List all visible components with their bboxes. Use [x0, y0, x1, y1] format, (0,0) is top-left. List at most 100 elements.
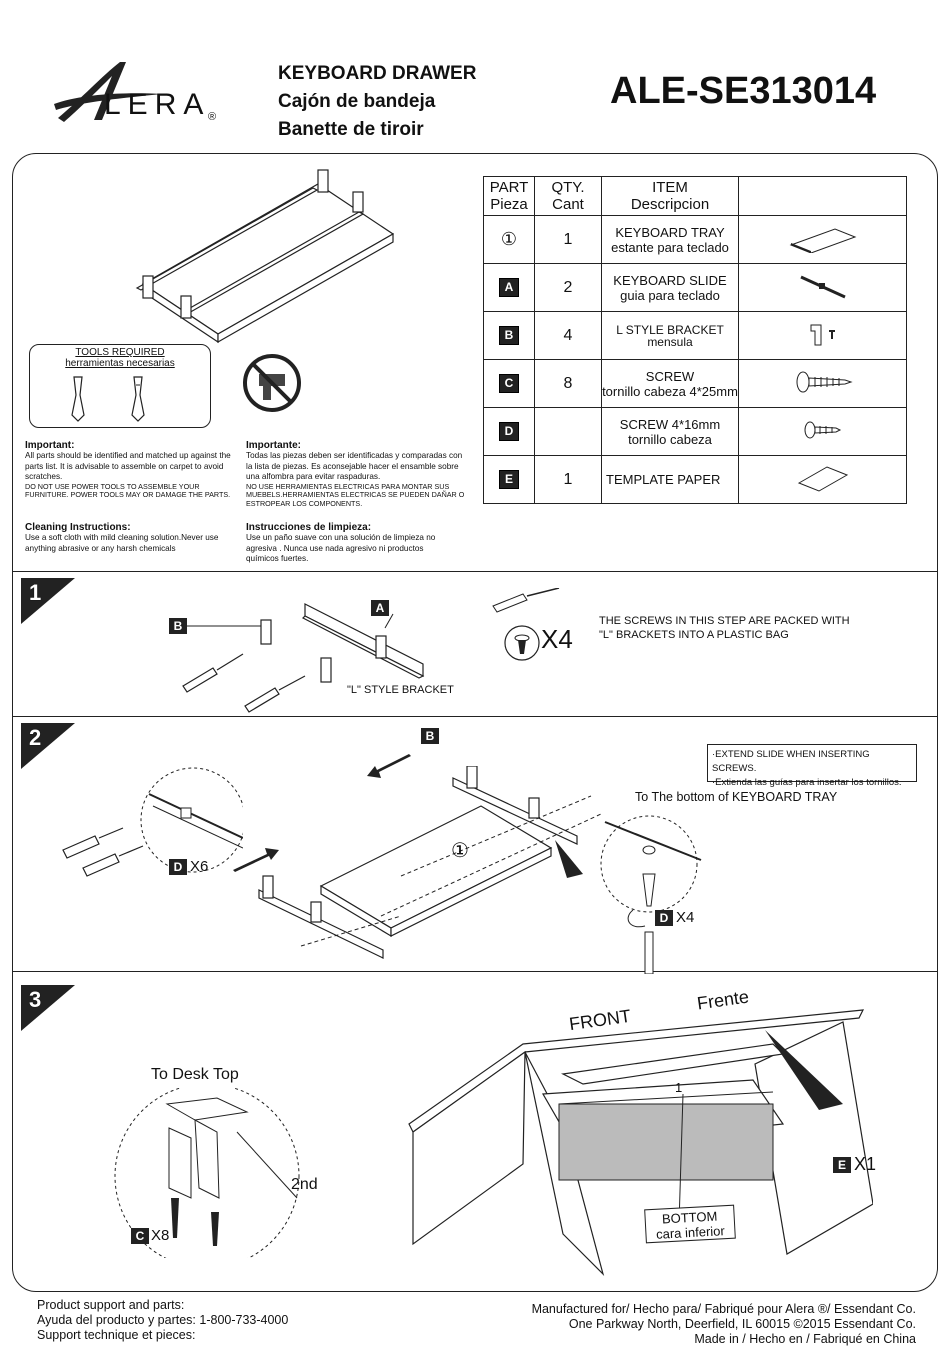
screwdriver-flat-icon — [71, 376, 85, 422]
section-divider — [13, 716, 937, 717]
important-es-caps: NO USE HERRAMIENTAS ELECTRICAS PARA MONT… — [246, 481, 465, 508]
step2-label-b: B — [421, 727, 439, 745]
title-fr: Banette de tiroir — [278, 119, 424, 140]
step-1-badge: 1 — [21, 578, 75, 624]
step3-label-e: E X1 — [833, 1154, 876, 1175]
support-line1: Product support and parts: — [37, 1298, 185, 1312]
extend-slide-box: ·EXTEND SLIDE WHEN INSERTING SCREWS. ·Ex… — [707, 744, 917, 788]
part-id: E — [483, 455, 535, 504]
step2-tray-mark: ① — [451, 840, 469, 862]
step1-label-a: A — [371, 599, 389, 617]
step1-illustration — [182, 603, 425, 713]
part-id: ① — [483, 215, 535, 264]
mfr-line3: Made in / Hecho en / Fabriqué en China — [694, 1332, 916, 1346]
part-id: C — [483, 359, 535, 408]
step3-label-c: C X8 — [131, 1227, 169, 1244]
no-power-tools-icon — [243, 354, 301, 412]
important-es-title: Importante: — [246, 440, 301, 451]
desk-illustration — [408, 1009, 873, 1277]
logo-text: LERA — [104, 88, 211, 121]
support-line3: Support technique et pieces: — [37, 1328, 196, 1342]
cleaning-en-text: Use a soft cloth with mild cleaning solu… — [25, 533, 219, 553]
model-number: ALE-SE313014 — [610, 70, 877, 112]
part-qty — [534, 407, 602, 456]
step2-tray-illustration — [258, 766, 602, 959]
step2-count-left: X6 — [190, 858, 209, 875]
paper-icon — [738, 455, 907, 504]
instruction-frame: TOOLS REQUIRED herramientas necesarias P… — [12, 153, 938, 1292]
section-divider — [13, 971, 937, 972]
part-id: D — [483, 407, 535, 456]
bottom-label-box: BOTTOM cara inferior — [644, 1204, 736, 1244]
important-es: Importante: Todas las piezas deben ser i… — [246, 440, 468, 508]
support-info: Product support and parts: Ayuda del pro… — [37, 1298, 288, 1343]
important-en-text: All parts should be identified and match… — [25, 451, 231, 482]
part-id: B — [483, 311, 535, 360]
cleaning-en-title: Cleaning Instructions: — [25, 522, 131, 533]
step1-screwdriver-icon — [492, 588, 560, 613]
desk-top-label: To Desk Top — [151, 1066, 239, 1083]
bottom-of-tray-note: To The bottom of KEYBOARD TRAY — [635, 790, 838, 804]
long-screw-icon — [738, 359, 907, 408]
slide-icon — [738, 263, 907, 312]
step-3-badge: 3 — [21, 985, 75, 1031]
step3-mark-one: 1 — [675, 1080, 683, 1095]
important-en-caps: DO NOT USE POWER TOOLS TO ASSEMBLE YOUR … — [25, 481, 231, 500]
header-qty: QTY.Cant — [534, 176, 602, 216]
cleaning-en: Cleaning Instructions: Use a soft cloth … — [25, 522, 235, 554]
step1-note-line2: "L" BRACKETS INTO A PLASTIC BAG — [599, 629, 789, 641]
section-divider — [13, 571, 937, 572]
step1-note: THE SCREWS IN THIS STEP ARE PACKED WITH … — [599, 614, 850, 642]
mfr-line2: One Parkway North, Deerfield, IL 60015 ©… — [568, 1317, 916, 1331]
screwdriver-phillips-icon — [131, 376, 145, 422]
part-id: A — [483, 263, 535, 312]
tray-icon — [738, 215, 907, 264]
logo-swoosh-icon — [54, 62, 162, 122]
part-qty: 1 — [534, 215, 602, 264]
step2-label-d-right: D X4 — [655, 909, 694, 926]
step1-count: X4 — [541, 624, 573, 654]
mfr-line1: Manufactured for/ Hecho para/ Fabriqué p… — [531, 1302, 916, 1316]
drawer-overview-illustration — [135, 169, 395, 344]
step1-label-b: B — [169, 617, 187, 635]
step2-arrow-up-left-icon — [367, 754, 411, 778]
part-qty: 2 — [534, 263, 602, 312]
step-2-badge: 2 — [21, 723, 75, 769]
step2-right-detail-circle — [555, 815, 702, 974]
step2-left-detail-circle — [62, 767, 243, 877]
important-en-title: Important: — [25, 440, 75, 451]
short-screw-icon — [738, 407, 907, 456]
extend-line1: ·EXTEND SLIDE WHEN INSERTING SCREWS. — [712, 749, 870, 774]
tools-title-es: herramientas necesarias — [65, 358, 175, 369]
title-en: KEYBOARD DRAWER — [278, 63, 477, 84]
title-block: KEYBOARD DRAWER Cajón de bandeja Banette… — [278, 60, 476, 144]
header-image — [738, 176, 907, 216]
table-row: E 1 TEMPLATE PAPER — [483, 455, 907, 504]
logo-registered-mark: ® — [208, 111, 217, 123]
step1-screw-icon — [504, 625, 540, 661]
part-qty: 1 — [534, 455, 602, 504]
important-es-text: Todas las piezas deben ser identificadas… — [246, 451, 463, 482]
step3-count-c: X8 — [151, 1227, 170, 1244]
step3-count-e: X1 — [854, 1154, 877, 1174]
step1-bracket-label: "L" STYLE BRACKET — [347, 684, 454, 696]
manufacturer-info: Manufactured for/ Hecho para/ Fabriqué p… — [532, 1302, 916, 1347]
cleaning-es-text: Use un paño suave con una solución de li… — [246, 533, 436, 564]
cleaning-es-title: Instrucciones de limpieza: — [246, 522, 372, 533]
part-item: TEMPLATE PAPER — [601, 455, 739, 504]
tools-required-box: TOOLS REQUIRED herramientas necesarias — [29, 344, 211, 428]
extend-line2: ·Extienda las guías para insertar los to… — [712, 777, 902, 788]
